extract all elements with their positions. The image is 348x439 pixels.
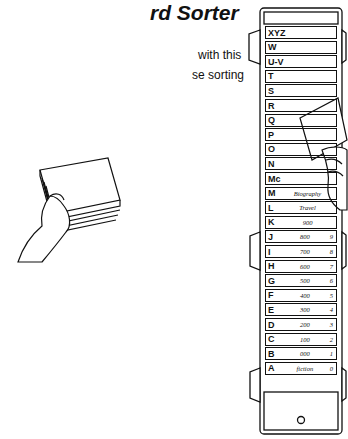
index-tab: E3004 <box>265 303 337 316</box>
finger-line <box>326 159 342 164</box>
side-clip <box>250 232 260 270</box>
index-tab: Q <box>265 114 337 127</box>
index-tab: T <box>265 70 337 83</box>
tab-number: 7 <box>330 263 333 270</box>
index-tab: Mc <box>265 172 337 185</box>
tab-letter: A <box>268 363 282 373</box>
tab-number: 9 <box>330 233 333 240</box>
index-tab: XYZ <box>265 26 337 39</box>
tab-heading: 600 <box>282 263 328 270</box>
tab-letter: S <box>268 86 282 96</box>
tab-letter: I <box>268 247 282 257</box>
index-tab: D2003 <box>265 318 337 331</box>
side-clip <box>342 232 346 269</box>
caption-text: se sorting <box>192 68 244 82</box>
index-tab: P <box>265 128 337 141</box>
tab-letter: D <box>268 320 282 330</box>
tab-heading: 100 <box>282 336 328 343</box>
tab-heading: 400 <box>282 292 328 299</box>
tab-letter: F <box>268 290 282 300</box>
tab-heading: Travel <box>282 204 333 211</box>
tab-heading: Biography <box>282 190 333 197</box>
tab-number: 2 <box>330 336 333 343</box>
tab-letter: Q <box>268 115 282 125</box>
tab-letter: H <box>268 261 282 271</box>
index-tab: R <box>265 99 337 112</box>
tab-letter: U-V <box>268 57 284 67</box>
tab-letter: K <box>268 217 282 227</box>
side-clip <box>249 30 260 64</box>
sorter-body <box>260 8 342 434</box>
tab-number: 4 <box>330 306 333 313</box>
tab-heading: 000 <box>282 350 328 357</box>
tab-letter: O <box>268 144 282 154</box>
tab-letter: B <box>268 349 282 359</box>
tab-letter: L <box>268 203 282 213</box>
title: rd Sorter <box>150 1 239 25</box>
tab-heading: 900 <box>282 219 333 226</box>
index-tab: S <box>265 84 337 97</box>
tab-letter: C <box>268 334 282 344</box>
left-hand-with-cards <box>18 158 120 262</box>
tab-number: 0 <box>330 365 333 372</box>
index-tab: LTravel <box>265 201 337 214</box>
index-tab: J8009 <box>265 230 337 243</box>
tab-letter: M <box>268 188 282 198</box>
index-tab: Afiction0 <box>265 362 337 375</box>
tab-letter: Mc <box>268 174 282 184</box>
sorter-top <box>264 12 338 24</box>
thumb-line <box>50 194 64 200</box>
tab-heading: 800 <box>282 233 328 240</box>
index-tab: O <box>265 143 337 156</box>
side-clip <box>342 30 346 63</box>
tab-heading: 500 <box>282 277 328 284</box>
index-tab: C1002 <box>265 333 337 346</box>
tab-number: 6 <box>330 277 333 284</box>
index-tab: G5006 <box>265 274 337 287</box>
index-tab: U-V <box>265 55 337 68</box>
index-tab: W <box>265 41 337 54</box>
caption-text: with this <box>198 48 241 62</box>
tab-heading: fiction <box>282 365 328 372</box>
tab-letter: G <box>268 276 282 286</box>
side-clip <box>342 368 346 401</box>
tab-letter: XYZ <box>268 28 286 38</box>
tab-number: 8 <box>330 248 333 255</box>
index-tab: I7008 <box>265 245 337 258</box>
tab-number: 5 <box>330 292 333 299</box>
tab-letter: J <box>268 232 282 242</box>
index-tab: K900 <box>265 216 337 229</box>
tab-letter: R <box>268 101 282 111</box>
index-tab: N <box>265 157 337 170</box>
tab-letter: T <box>268 71 282 81</box>
tab-letter: N <box>268 159 282 169</box>
sorter-base <box>264 392 338 430</box>
index-tab: F4005 <box>265 289 337 302</box>
hanging-hole <box>298 417 305 424</box>
index-tab: H6007 <box>265 260 337 273</box>
tab-heading: 700 <box>282 248 328 255</box>
side-clip <box>250 368 260 402</box>
tab-letter: E <box>268 305 282 315</box>
tab-heading: 300 <box>282 306 328 313</box>
index-tab: B0001 <box>265 347 337 360</box>
tab-number: 3 <box>330 321 333 328</box>
tab-heading: 200 <box>282 321 328 328</box>
left-hand <box>18 196 70 262</box>
index-tab: MBiography <box>265 187 337 200</box>
tab-letter: W <box>268 42 282 52</box>
tab-letter: P <box>268 130 282 140</box>
tab-number: 1 <box>330 350 333 357</box>
